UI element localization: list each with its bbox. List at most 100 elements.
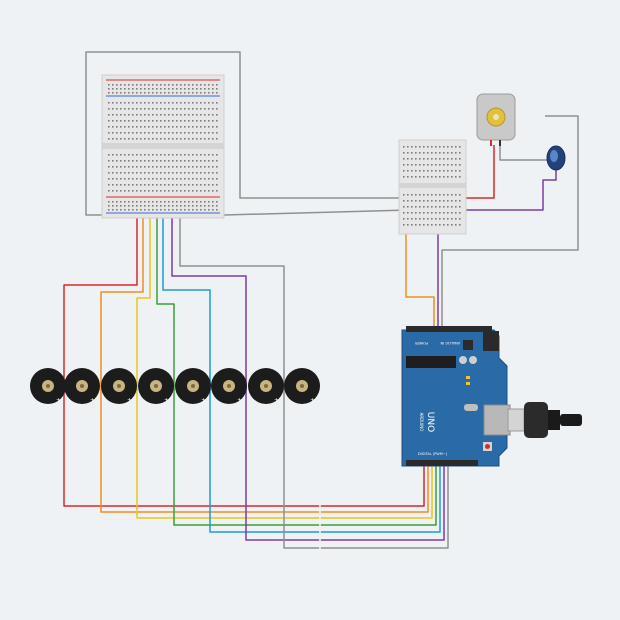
breadboard-hole xyxy=(200,92,202,94)
breadboard-hole xyxy=(439,152,441,154)
piezo-buzzer-icon[interactable]: + xyxy=(138,368,174,404)
breadboard-hole xyxy=(204,84,206,86)
breadboard-hole xyxy=(196,120,198,122)
wire-gray-pot[interactable] xyxy=(441,115,579,327)
piezo-buzzer-icon[interactable]: + xyxy=(30,368,66,404)
breadboard-hole xyxy=(415,176,417,178)
breadboard-hole xyxy=(407,152,409,154)
arduino-uno-board[interactable]: UNO ARDUINO POWER ANALOG IN DIGITAL (PWM… xyxy=(401,326,511,467)
analog-label: ANALOG IN xyxy=(440,341,460,345)
breadboard-hole xyxy=(208,84,210,86)
breadboard-hole xyxy=(411,170,413,172)
breadboard-hole xyxy=(451,170,453,172)
breadboard-hole xyxy=(144,84,146,86)
breadboard-hole xyxy=(108,132,110,134)
piezo-buzzer-icon[interactable]: + xyxy=(101,368,137,404)
breadboard-hole xyxy=(439,158,441,160)
breadboard-hole xyxy=(116,132,118,134)
wire-purple-pot[interactable] xyxy=(440,166,557,211)
breadboard-hole xyxy=(176,184,178,186)
breadboard-small[interactable] xyxy=(398,139,467,235)
breadboard-hole xyxy=(188,92,190,94)
breadboard-hole xyxy=(212,84,214,86)
breadboard-hole xyxy=(144,190,146,192)
breadboard-hole xyxy=(168,160,170,162)
breadboard-hole xyxy=(200,120,202,122)
breadboard-hole xyxy=(176,205,178,207)
breadboard-hole xyxy=(144,92,146,94)
buzzer-dot xyxy=(117,384,121,388)
breadboard-hole xyxy=(116,88,118,90)
wire-yellow-buzzer[interactable] xyxy=(136,218,433,519)
breadboard-hole xyxy=(411,206,413,208)
breadboard-hole xyxy=(204,92,206,94)
breadboard-hole xyxy=(128,209,130,211)
breadboard-large[interactable] xyxy=(101,74,225,219)
breadboard-hole xyxy=(176,178,178,180)
breadboard-hole xyxy=(116,160,118,162)
breadboard-hole xyxy=(212,190,214,192)
breadboard-hole xyxy=(124,172,126,174)
piezo-buzzer-icon[interactable]: + xyxy=(211,368,247,404)
breadboard-hole xyxy=(168,190,170,192)
wire-gray-motor-pot[interactable] xyxy=(499,145,548,161)
piezo-buzzer-icon[interactable]: + xyxy=(175,368,211,404)
breadboard-hole xyxy=(148,178,150,180)
breadboard-hole xyxy=(188,166,190,168)
breadboard-hole xyxy=(204,178,206,180)
piezo-buzzer-icon[interactable]: + xyxy=(284,368,320,404)
breadboard-hole xyxy=(156,154,158,156)
breadboard-hole xyxy=(160,120,162,122)
breadboard-hole xyxy=(459,218,461,220)
breadboard-hole xyxy=(188,184,190,186)
breadboard-hole xyxy=(164,209,166,211)
breadboard-hole xyxy=(459,176,461,178)
wire-orange-arduino[interactable] xyxy=(405,232,435,327)
breadboard-hole xyxy=(435,212,437,214)
potentiometer-icon[interactable] xyxy=(546,145,566,171)
breadboard-hole xyxy=(439,224,441,226)
dc-motor-icon[interactable] xyxy=(476,93,516,146)
breadboard-hole xyxy=(160,166,162,168)
breadboard-hole xyxy=(140,126,142,128)
breadboard-hole xyxy=(116,154,118,156)
wire-orange-buzzer[interactable] xyxy=(100,218,429,513)
breadboard-hole xyxy=(136,154,138,156)
breadboard-hole xyxy=(403,146,405,148)
breadboard-hole xyxy=(435,158,437,160)
usb-cable-icon[interactable] xyxy=(507,402,582,438)
breadboard-hole xyxy=(148,92,150,94)
breadboard-hole xyxy=(132,178,134,180)
breadboard-hole xyxy=(168,205,170,207)
power-jack xyxy=(483,331,499,351)
wire-green-buzzer[interactable] xyxy=(156,218,437,526)
breadboard-hole xyxy=(124,138,126,140)
breadboard-hole xyxy=(184,138,186,140)
breadboard-hole xyxy=(160,154,162,156)
wire-gray-buzzer[interactable] xyxy=(179,218,449,549)
breadboard-hole xyxy=(112,172,114,174)
breadboard-holes xyxy=(108,84,218,211)
breadboard-hole xyxy=(196,138,198,140)
breadboard-hole xyxy=(164,84,166,86)
breadboard-hole xyxy=(168,88,170,90)
breadboard-hole xyxy=(188,120,190,122)
breadboard-hole xyxy=(216,120,218,122)
wire-gray-loop[interactable] xyxy=(85,51,410,216)
header-bottom xyxy=(406,460,478,466)
breadboard-hole xyxy=(112,132,114,134)
piezo-buzzer-icon[interactable]: + xyxy=(248,368,284,404)
breadboard-hole xyxy=(212,205,214,207)
breadboard-hole xyxy=(180,138,182,140)
wire-red-buzzer[interactable] xyxy=(63,218,425,507)
breadboard-hole xyxy=(132,132,134,134)
wire-cyan-buzzer[interactable] xyxy=(162,218,441,533)
breadboard-hole xyxy=(411,152,413,154)
wire-purple-buzzer[interactable] xyxy=(171,218,445,541)
wire-gray-lower[interactable] xyxy=(223,209,411,216)
piezo-buzzer-icon[interactable]: + xyxy=(64,368,100,404)
breadboard-hole xyxy=(192,190,194,192)
breadboard-hole xyxy=(212,88,214,90)
breadboard-hole xyxy=(176,138,178,140)
breadboard-hole xyxy=(156,84,158,86)
